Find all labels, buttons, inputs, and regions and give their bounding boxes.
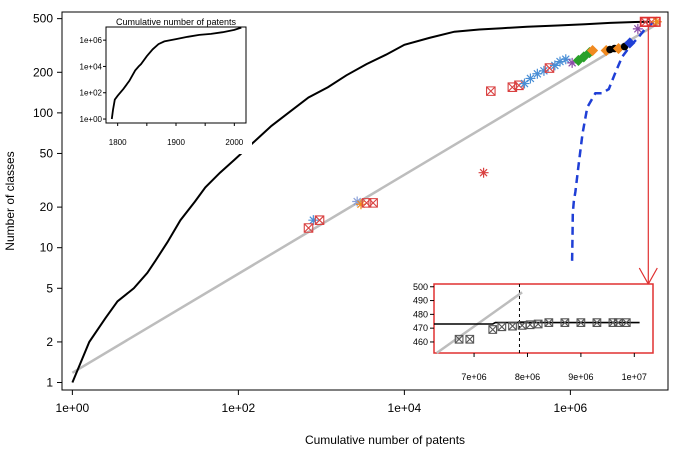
inset-zoom-point bbox=[454, 334, 464, 344]
inset-zoom-background bbox=[400, 284, 654, 384]
inset-zoom-x-tick-label: 8e+06 bbox=[515, 372, 540, 382]
inset-zoom-y-tick-label: 470 bbox=[413, 323, 428, 333]
y-tick-label: 50 bbox=[40, 146, 54, 160]
inset-zoom-point bbox=[592, 318, 602, 328]
inset-zoom: 460 470 480 490 500 7e+06 8e+06 9e+06 1e+07 bbox=[400, 282, 654, 384]
inset-zoom-reference-line bbox=[435, 291, 523, 355]
y-tick-label: 500 bbox=[33, 12, 53, 26]
inset-top-background bbox=[74, 14, 252, 154]
x-tick-label: 1e+06 bbox=[554, 401, 588, 415]
inset-zoom-point bbox=[508, 321, 517, 331]
main-plot-frame bbox=[61, 11, 669, 391]
data-point bbox=[624, 37, 636, 49]
inset-top-title: Cumulative number of patents bbox=[116, 17, 237, 27]
y-tick-label: 1 bbox=[46, 376, 53, 390]
data-point bbox=[514, 80, 524, 91]
inset-zoom-point bbox=[544, 318, 554, 328]
highlight-box bbox=[639, 16, 661, 27]
inset-top-y-tick-label: 1e+04 bbox=[80, 62, 103, 71]
data-point bbox=[519, 78, 530, 89]
y-tick-label: 20 bbox=[40, 200, 54, 214]
inset-zoom-y-tick-label: 500 bbox=[413, 282, 428, 292]
inset-zoom-frame bbox=[433, 283, 654, 354]
data-point bbox=[532, 68, 543, 79]
data-point bbox=[560, 54, 571, 65]
inset-zoom-point bbox=[533, 319, 543, 329]
inset-zoom-point bbox=[621, 318, 631, 328]
inset-top-y-tick-label: 1e+00 bbox=[80, 115, 103, 124]
inset-zoom-point bbox=[465, 334, 475, 344]
y-tick-label: 10 bbox=[40, 241, 54, 255]
y-tick-label: 2 bbox=[46, 335, 53, 349]
cumulative-curve bbox=[71, 20, 650, 383]
x-tick-label: 1e+02 bbox=[222, 401, 256, 415]
inset-zoom-y-tick-label: 480 bbox=[413, 309, 428, 319]
inset-zoom-y-tick-label: 490 bbox=[413, 296, 428, 306]
data-point bbox=[549, 60, 560, 71]
inset-zoom-point bbox=[517, 321, 527, 330]
inset-zoom-point bbox=[488, 325, 498, 334]
inset-zoom-x-tick-label: 9e+06 bbox=[568, 372, 593, 382]
inset-zoom-x-tick-label: 1e+07 bbox=[622, 372, 647, 382]
inset-top-y-tick-label: 1e+02 bbox=[80, 89, 103, 98]
inset-top-x-tick-label: 1800 bbox=[109, 138, 127, 147]
inset-cumulative-patents: Cumulative number of patents 1e+00 1e+02 1e… bbox=[74, 14, 252, 154]
inset-top-x-tick-label: 1900 bbox=[167, 138, 185, 147]
inset-zoom-point bbox=[497, 322, 507, 332]
data-point bbox=[632, 23, 643, 34]
data-point bbox=[478, 167, 489, 178]
data-point bbox=[303, 223, 314, 233]
data-point bbox=[507, 82, 518, 93]
y-tick-label: 5 bbox=[46, 281, 53, 295]
inset-zoom-x-tick-label: 7e+06 bbox=[461, 372, 486, 382]
inset-zoom-y-tick-label: 460 bbox=[413, 337, 428, 347]
y-axis-label: Number of classes bbox=[3, 151, 17, 250]
inset-top-y-tick-label: 1e+06 bbox=[80, 36, 103, 45]
inset-zoom-point bbox=[560, 318, 570, 328]
inset-top-x-tick-label: 2000 bbox=[225, 138, 243, 147]
data-point bbox=[525, 73, 536, 84]
data-point bbox=[538, 65, 549, 76]
data-point bbox=[567, 57, 578, 68]
x-tick-label: 1e+04 bbox=[388, 401, 422, 415]
inset-zoom-point bbox=[576, 318, 586, 328]
data-point bbox=[555, 56, 566, 67]
data-point bbox=[314, 215, 325, 225]
x-axis-label: Cumulative number of patents bbox=[305, 433, 465, 447]
data-point bbox=[368, 198, 378, 208]
inset-zoom-point bbox=[525, 320, 535, 330]
data-point bbox=[651, 16, 662, 27]
data-point bbox=[486, 86, 496, 96]
data-point bbox=[352, 196, 363, 207]
x-tick-label: 1e+00 bbox=[56, 401, 90, 415]
data-point bbox=[308, 215, 319, 226]
reference-line bbox=[71, 21, 661, 374]
data-point bbox=[355, 199, 366, 210]
inset-top-curve bbox=[110, 26, 242, 120]
y-tick-label: 200 bbox=[33, 65, 53, 79]
data-point bbox=[586, 44, 599, 57]
y-tick-label: 100 bbox=[33, 106, 53, 120]
